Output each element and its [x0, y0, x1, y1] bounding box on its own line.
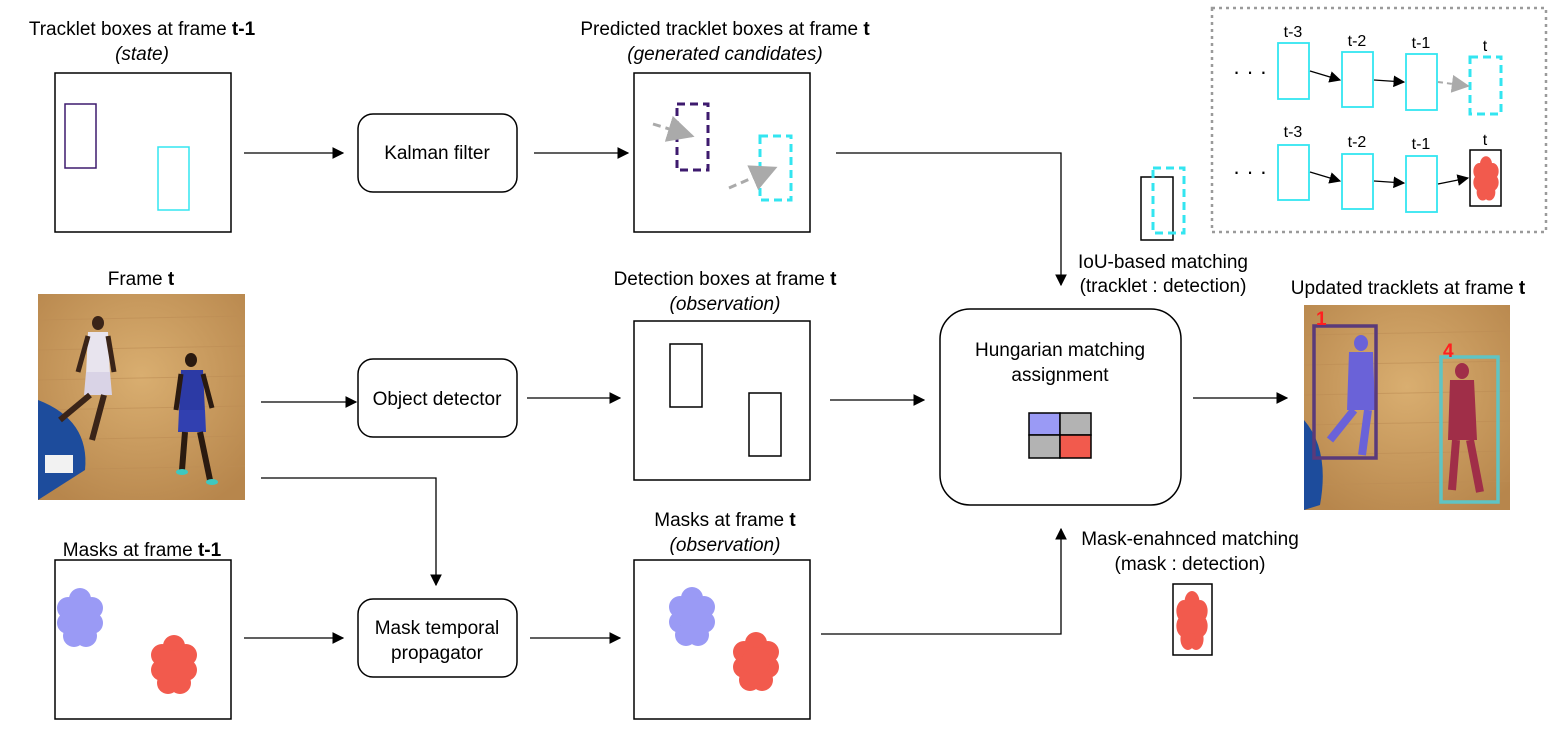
row2-arrow-b [1373, 176, 1406, 189]
masks-t-blue [669, 587, 715, 646]
row1-ellipsis: · · · [1233, 59, 1267, 84]
row2-box-t1 [1405, 155, 1438, 213]
mask-propagator-label-2: propagator [391, 643, 484, 664]
detection-subtitle: (observation) [670, 294, 781, 315]
row1-arrow-a [1309, 70, 1342, 83]
masks-prev-frame [54, 559, 232, 720]
matrix-cell-21 [1028, 434, 1061, 459]
row1-box-t-predicted [1468, 55, 1503, 116]
frame-image [37, 294, 246, 500]
kalman-filter-block [357, 113, 518, 193]
output-image [1303, 305, 1511, 510]
predicted-subtitle: (generated candidates) [627, 44, 822, 65]
iou-tracklet-box [1151, 166, 1186, 235]
predicted-box-cyan [758, 134, 793, 202]
predicted-frame [633, 72, 811, 233]
row2-ellipsis: · · · [1233, 159, 1267, 184]
output-box-4 [1439, 355, 1500, 504]
history-row-1: · · · t-3 t-2 t-1 t [1233, 24, 1503, 116]
tracklet-prev-title: Tracklet boxes at frame t-1 [29, 19, 256, 40]
row1-box-t3 [1277, 42, 1310, 100]
mask-matching-label-1: Mask-enahnced matching [1081, 529, 1299, 550]
mask-propagator-label-1: Mask temporal [375, 618, 500, 639]
row2-label-t: t [1483, 132, 1488, 149]
row2-label-t2: t-2 [1348, 134, 1367, 151]
arrow-predicted-to-hungarian [836, 152, 1067, 287]
mask-matching-box [1172, 583, 1213, 656]
row2-mask-t [1473, 156, 1499, 201]
arrow-frame-to-propagator [261, 477, 442, 587]
mask-propagator-block [357, 598, 518, 678]
motion-arrow-purple [652, 115, 695, 142]
matrix-cell-11 [1028, 412, 1061, 436]
masks-prev-title: Masks at frame t-1 [63, 540, 222, 561]
row1-label-t: t [1483, 38, 1488, 55]
row2-label-t3: t-3 [1284, 124, 1303, 141]
tracklet-prev-frame [54, 72, 232, 233]
masks-prev-blue [57, 588, 103, 647]
object-detector-label: Object detector [373, 389, 503, 410]
detection-title: Detection boxes at frame t [614, 269, 838, 290]
masks-t-red [733, 632, 779, 691]
row1-arrow-c [1437, 74, 1470, 93]
motion-arrow-cyan [728, 165, 778, 191]
detection-frame [633, 320, 811, 481]
row1-label-t1: t-1 [1412, 35, 1431, 52]
masks-t-frame [633, 559, 811, 720]
row2-arrow-c [1437, 174, 1470, 186]
row2-box-t3 [1277, 144, 1310, 201]
iou-label-1: IoU-based matching [1078, 252, 1248, 273]
frame-title: Frame t [108, 269, 175, 290]
tracklet-prev-box-cyan [157, 146, 190, 211]
row2-box-t-detected [1469, 149, 1502, 207]
history-row-2: · · · t-3 t-2 t-1 t [1233, 124, 1502, 213]
updated-title: Updated tracklets at frame t [1291, 278, 1526, 299]
assignment-matrix [1028, 412, 1092, 459]
history-inset [1210, 6, 1548, 234]
row1-arrow-b [1373, 75, 1406, 88]
detection-box-2 [748, 392, 782, 457]
tracklet-prev-subtitle: (state) [115, 44, 169, 65]
row1-box-t1 [1405, 53, 1438, 111]
iou-det-box [1140, 176, 1174, 241]
object-detector-block [357, 358, 518, 438]
kalman-filter-label: Kalman filter [384, 143, 490, 164]
arrow-masks-to-hungarian [821, 527, 1067, 635]
hungarian-label-2: assignment [1011, 365, 1109, 386]
output-id-1: 1 [1316, 309, 1327, 330]
predicted-title: Predicted tracklet boxes at frame t [580, 19, 870, 40]
matrix-cell-22 [1059, 434, 1092, 459]
masks-t-title: Masks at frame t [654, 510, 796, 531]
matrix-cell-12 [1059, 412, 1092, 436]
row1-label-t3: t-3 [1284, 24, 1303, 41]
tracklet-prev-box-purple [64, 103, 97, 169]
hungarian-label-1: Hungarian matching [975, 340, 1145, 361]
output-id-4: 4 [1443, 341, 1454, 362]
iou-label-2: (tracklet : detection) [1080, 276, 1247, 297]
row2-box-t2 [1341, 153, 1374, 210]
detection-box-1 [669, 343, 703, 408]
row2-arrow-a [1309, 171, 1342, 184]
hungarian-block [939, 308, 1182, 506]
output-box-1 [1312, 324, 1378, 460]
row1-box-t2 [1341, 51, 1374, 108]
row2-label-t1: t-1 [1412, 136, 1431, 153]
mask-matching-mask [1176, 591, 1208, 650]
mask-matching-label-2: (mask : detection) [1115, 554, 1266, 575]
predicted-box-purple [675, 102, 710, 172]
row1-label-t2: t-2 [1348, 33, 1367, 50]
masks-prev-red [151, 635, 197, 694]
masks-t-subtitle: (observation) [670, 535, 781, 556]
